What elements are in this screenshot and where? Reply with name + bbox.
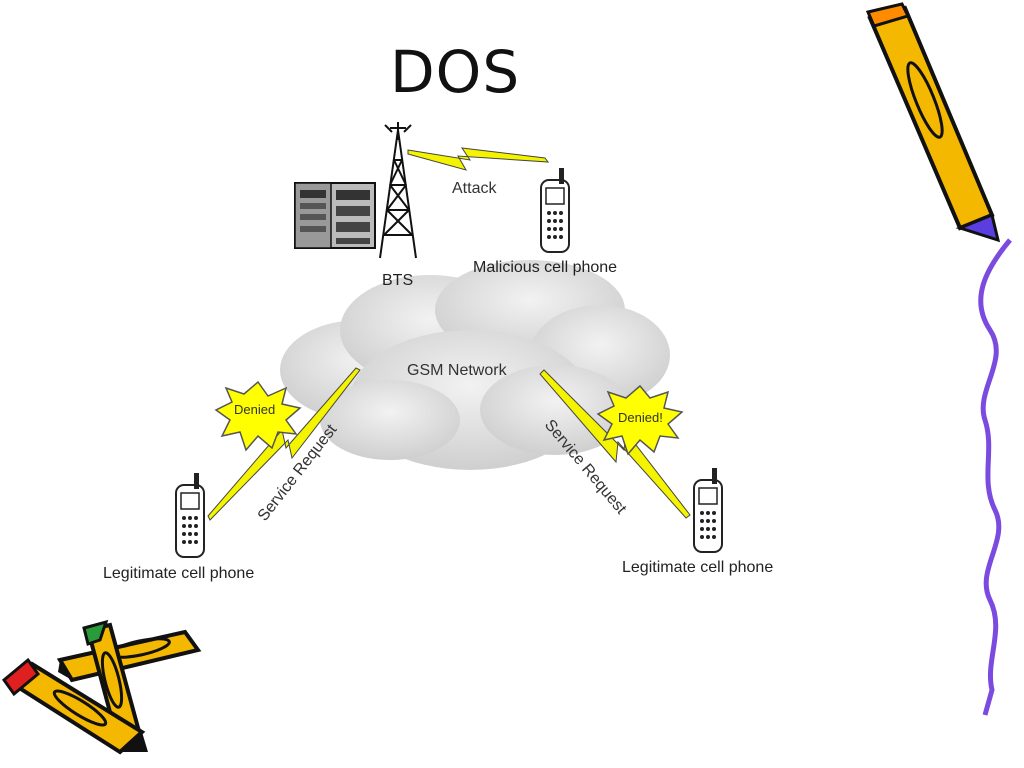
cell-phone-icon (693, 467, 723, 553)
lightning-bolt-icon (407, 147, 550, 171)
wavy-line-decoration (978, 238, 1012, 716)
pencil-icon (56, 629, 202, 683)
bts-label: BTS (382, 272, 413, 289)
left-phone-label: Legitimate cell phone (103, 565, 254, 582)
attack-label: Attack (452, 180, 497, 197)
slide-title: DOS (390, 38, 521, 106)
base-station-equipment-icon (294, 182, 376, 249)
left-denied-label: Denied (234, 402, 275, 417)
pencil-icon (865, 2, 1001, 243)
right-phone-label: Legitimate cell phone (622, 559, 773, 576)
pencil-icon (1, 657, 148, 755)
cell-phone-icon (540, 167, 570, 253)
tower-icon (379, 122, 417, 259)
explosion-burst-icon (596, 384, 684, 456)
malicious-phone-label: Malicious cell phone (473, 259, 617, 276)
explosion-burst-icon (214, 380, 302, 452)
right-denied-label: Denied! (618, 410, 663, 425)
network-label: GSM Network (407, 362, 508, 379)
cell-phone-icon (175, 472, 205, 558)
lightning-bolt-icon (207, 367, 361, 521)
